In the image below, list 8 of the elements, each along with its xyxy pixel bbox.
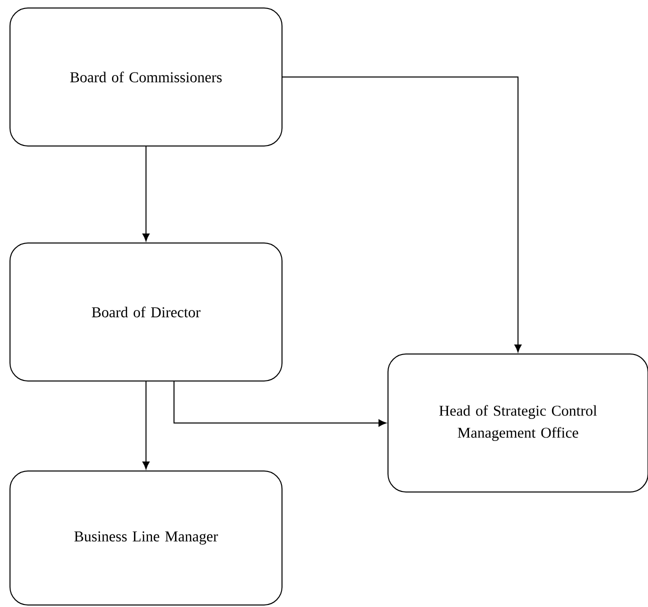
org-box: Board of Commissioners	[10, 8, 282, 146]
org-box: Business Line Manager	[10, 470, 282, 606]
arrow	[142, 381, 150, 470]
arrow	[174, 381, 386, 427]
org-box: Head of Strategic Control Management Office	[388, 354, 648, 492]
arrow	[142, 146, 150, 242]
arrow	[282, 76, 522, 352]
org-box: Board of Director	[10, 242, 282, 382]
